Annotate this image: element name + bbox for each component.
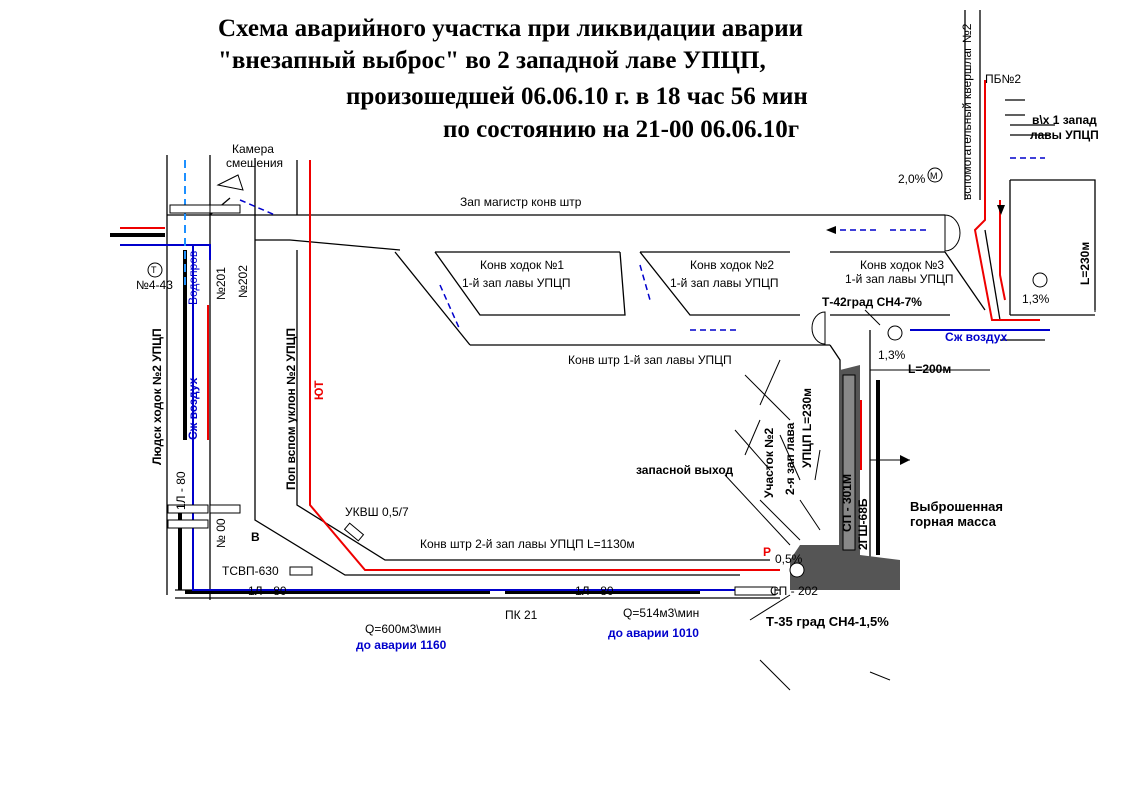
before-1160-label: до аварии 1160 <box>356 638 447 652</box>
fresh-air-left-label: Сж воздух <box>186 377 200 440</box>
title-line-3: произошедшей 06.06.10 г. в 18 час 56 мин <box>346 83 808 110</box>
conv-path-1-label-b: 1-й зап лавы УПЦП <box>462 276 571 290</box>
ejected-mass-label-2: горная масса <box>910 514 996 529</box>
main-conveyor-drift <box>167 214 945 253</box>
aux-shaft-label: вспомогательный квершлаг №2 <box>960 23 974 200</box>
pct-13-right-label: 1,3% <box>1022 292 1050 306</box>
conv-path-3-label-b: 1-й зап лавы УПЦП <box>845 272 954 286</box>
title-line-4: по состоянию на 21-00 06.06.10г <box>443 116 800 143</box>
vx-label-2: лавы УПЦП <box>1030 128 1099 142</box>
pct-05-label: 0,5% <box>775 552 803 566</box>
mixing-chamber-label-2: смешения <box>226 156 284 170</box>
t35-label: Т-35 град СН4-1,5% <box>766 614 889 629</box>
blue-air-lines <box>120 244 1050 591</box>
2gsh-label: 2ГШ-68Б <box>856 498 870 550</box>
1l80-left-label: 1Л - 80 <box>174 471 188 510</box>
title-line-1: Схема аварийного участка при ликвидации … <box>218 15 804 42</box>
spare-exit-label: запасной выход <box>636 463 734 477</box>
tsvp-label: ТСВП-630 <box>222 564 279 578</box>
lava-support <box>842 374 856 551</box>
conv-drift-2-label: Конв штр 2-й зап лавы УПЦП L=1130м <box>420 537 635 551</box>
n201-label: №201 <box>214 267 228 300</box>
q514-label: Q=514м3\мин <box>623 606 700 620</box>
l230-label: L=230м <box>1078 241 1092 285</box>
conveyor-lines <box>110 233 880 594</box>
n00-label: № 00 <box>214 518 228 548</box>
conv-path-3-label-a: Конв ходок №3 <box>860 258 945 272</box>
conv-path-2-walls <box>639 251 950 316</box>
t-4-43-label: №4-43 <box>136 278 173 292</box>
pct-20-label: 2,0% <box>898 172 926 186</box>
mixing-chamber-label-1: Камера <box>232 142 274 156</box>
sensor-markers <box>147 167 1048 578</box>
section-label-1: Участок №2 <box>762 427 776 498</box>
sp301-label: СП - 301М <box>840 474 854 532</box>
yut-label: ЮТ <box>312 380 326 400</box>
fresh-air-right-label: Сж воздух <box>945 330 1008 344</box>
pk21-label: ПК 21 <box>505 608 538 622</box>
section-label-2: 2-я зап лава <box>783 422 797 495</box>
main-conveyor-label: Зап магистр конв штр <box>460 195 582 209</box>
section-label-3: УПЦП L=230м <box>800 387 814 468</box>
m-marker-letter: М <box>930 171 938 181</box>
arrow-heads <box>826 205 1005 465</box>
b-letter-label: В <box>251 530 260 544</box>
ventilation-arrows <box>239 157 1045 331</box>
equipment-rects <box>167 204 776 596</box>
q600-label: Q=600м3\мин <box>365 622 442 636</box>
conv-path-2-label-a: Конв ходок №2 <box>690 258 775 272</box>
1l80-label-a: 1Л - 80 <box>248 584 287 598</box>
t42-label: Т-42град СН4-7% <box>822 295 922 309</box>
conv-drift-1-label: Конв штр 1-й зап лавы УПЦП <box>568 353 732 367</box>
conv-path-2-label-b: 1-й зап лавы УПЦП <box>670 276 779 290</box>
conv-path-1-label-a: Конв ходок №1 <box>480 258 565 272</box>
ejected-mass-label-1: Выброшенная <box>910 499 1003 514</box>
water-pipe-label: Водопров <box>186 250 200 305</box>
lyudsk-label: Людск ходок №2 УПЦП <box>150 328 164 465</box>
red-air-lines <box>120 80 1040 571</box>
before-1010-label: до аварии 1010 <box>608 626 699 640</box>
ventilation-door-symbols <box>216 174 961 345</box>
p-letter-label: Р <box>763 545 772 559</box>
ukvsh-label: УКВШ 0,5/7 <box>345 505 409 519</box>
pbn2-label: ПБ№2 <box>985 72 1022 86</box>
t-marker-letter: Т <box>151 265 157 275</box>
sp202-label: СП - 202 <box>770 584 818 598</box>
vx-label-1: в\х 1 запад <box>1032 113 1097 127</box>
title-line-2: "внезапный выброс" во 2 западной лаве УП… <box>218 47 766 74</box>
l200-label: L=200м <box>908 362 952 376</box>
pct-13-top-label: 1,3% <box>878 348 906 362</box>
conv-path-1-walls <box>394 251 830 346</box>
1l80-label-b: 1Л - 80 <box>575 584 614 598</box>
n202-label: №202 <box>236 265 250 298</box>
incline-label: Поп вспом уклон №2 УПЦП <box>284 328 298 490</box>
